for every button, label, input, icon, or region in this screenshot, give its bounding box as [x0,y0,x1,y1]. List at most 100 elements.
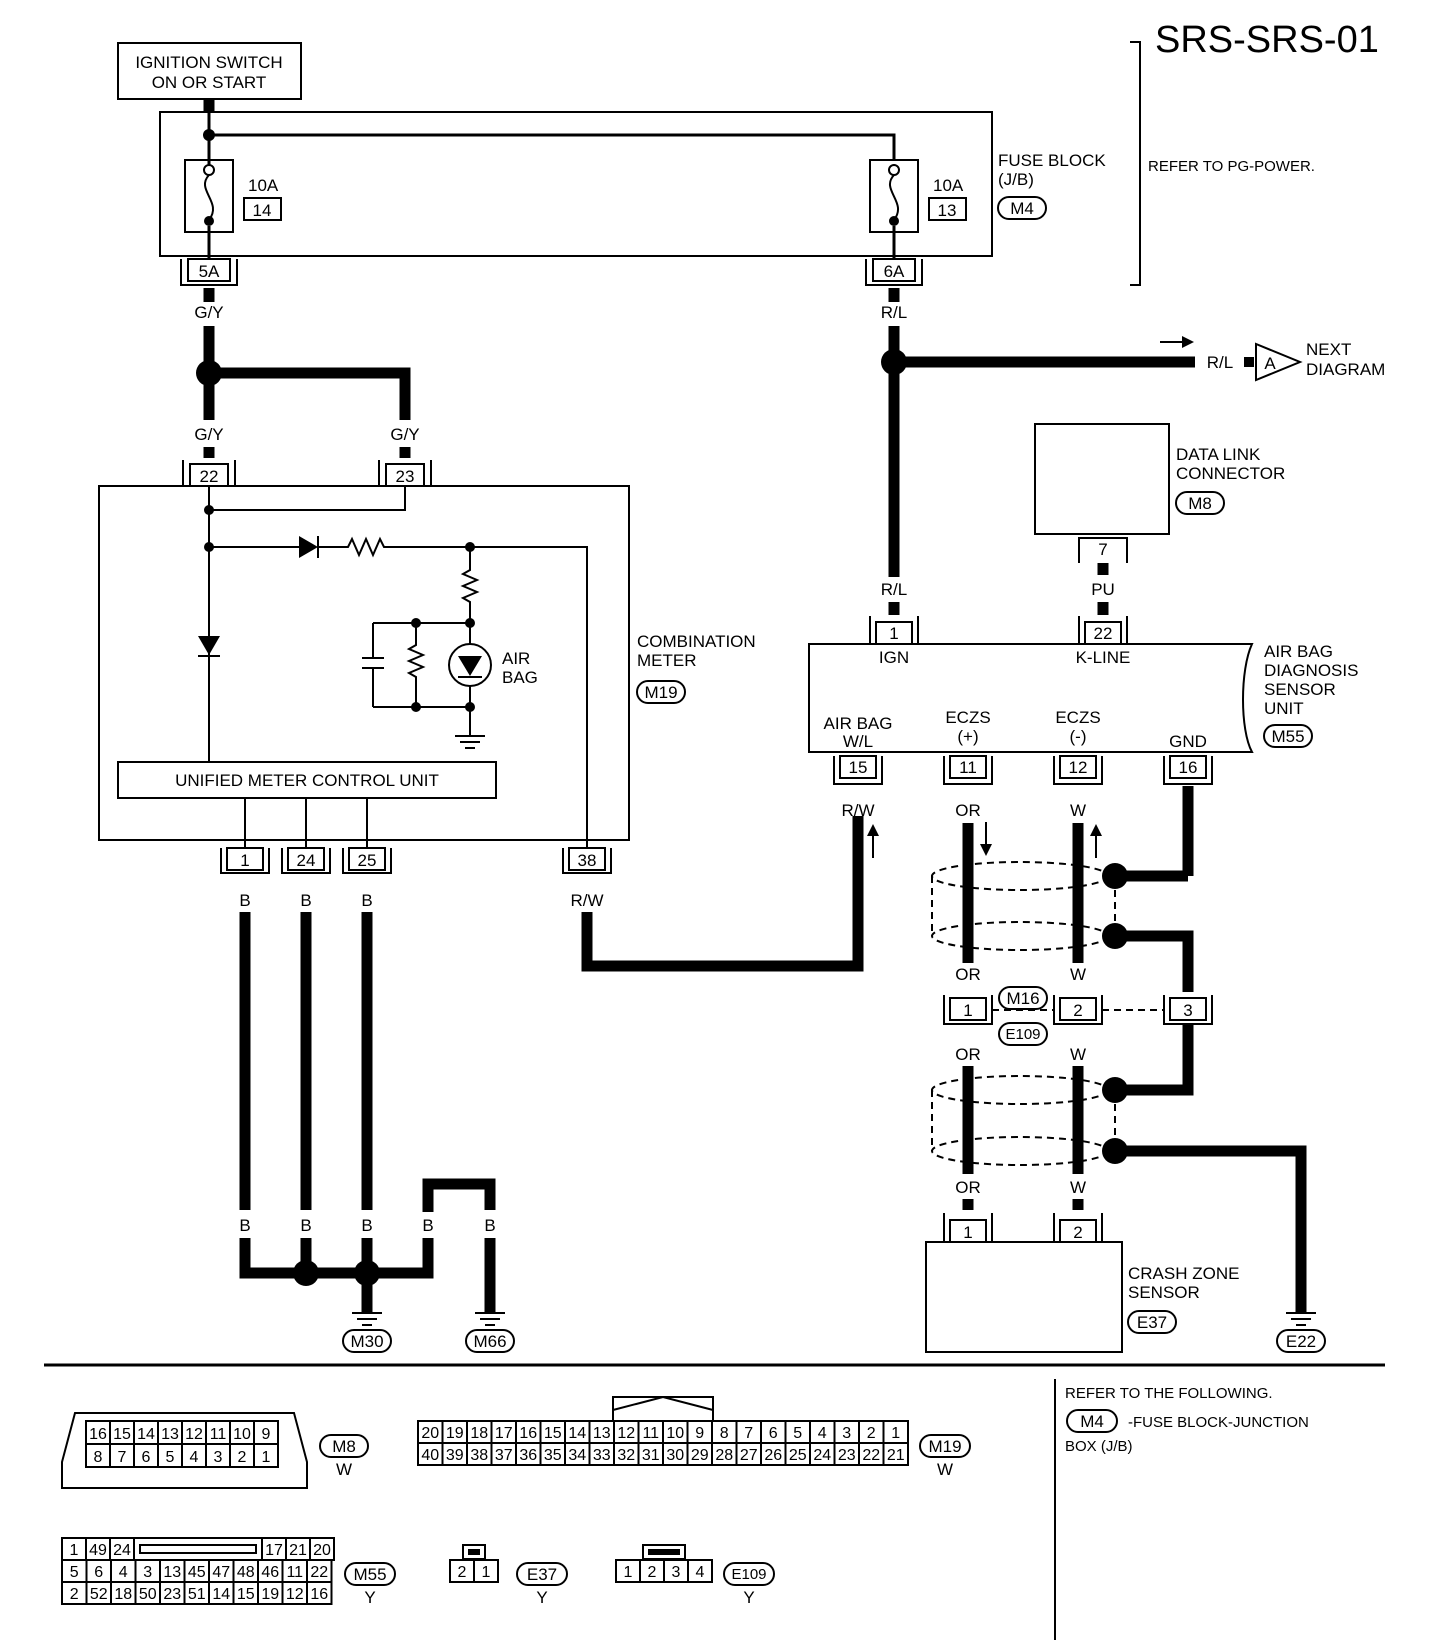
ground-e22-oval [1276,1329,1326,1353]
m19-pin-34: 34 [568,1447,586,1464]
m19-pin-31: 31 [642,1447,660,1464]
m8-pin-14: 14 [137,1426,155,1443]
m8-pin-16: 16 [89,1426,107,1443]
fuse-13 [869,159,919,262]
fuse-13-amp: 10A [933,176,964,195]
gy-label-top: G/Y [194,303,223,322]
m55-pin-6: 6 [94,1564,103,1581]
fuse-block-label-1: FUSE BLOCK [998,151,1106,170]
data-link-pin-housing [1078,537,1128,563]
ground-m30: M30 [350,1332,383,1351]
crash-sensor-connector: E37 [1137,1313,1167,1332]
m19-pin-13: 13 [593,1425,611,1442]
refer-note-line-2: -FUSE BLOCK-JUNCTION [1128,1414,1309,1431]
m55-pin-16: 16 [310,1586,328,1603]
m55-pin-50: 50 [139,1586,157,1603]
unified-meter-control-unit [117,761,497,799]
unit-pin-15 [833,755,883,785]
rw-wire [581,816,864,972]
rl-label-next: R/L [1207,353,1233,372]
m19-pin-26: 26 [764,1447,782,1464]
m55-pin-48: 48 [237,1564,255,1581]
w-label-2: W [1070,965,1086,984]
refer-pg-power: REFER TO PG-POWER. [1148,158,1315,175]
m19-pin-22: 22 [862,1447,880,1464]
m8-pin-3: 3 [214,1449,223,1466]
fuse-block-connector: M4 [1010,199,1034,218]
m19-view-id: M19 [928,1437,961,1456]
shield-drain-1 [1102,863,1128,889]
b-ground-bus [239,1238,434,1279]
meter-pin-25-label: 25 [358,851,377,870]
shield-wire-3 [1115,930,1194,992]
combination-meter-connector: M19 [644,683,677,702]
m19-pin-27: 27 [740,1447,758,1464]
sensor-unit-connector: M55 [1271,727,1304,746]
sensor-unit-label-4: UNIT [1264,699,1304,718]
m55-view-id: M55 [353,1565,386,1584]
e109-view-id: E109 [731,1566,766,1583]
unit-eczs-minus-label-1: ECZS [1055,708,1100,727]
refer-note-line-3: BOX (J/B) [1065,1438,1133,1455]
ground-e22-wire [1115,1145,1307,1312]
joint-pin-3-label: 3 [1183,1001,1192,1020]
data-link-label-1: DATA LINK [1176,445,1261,464]
m19-pin-39: 39 [446,1447,464,1464]
fuse-14-number: 14 [253,201,272,220]
m8-pin-6: 6 [142,1449,151,1466]
m8-pin-11: 11 [210,1426,227,1443]
joint-pin-2-label: 2 [1073,1001,1082,1020]
ignition-label-1: IGNITION SWITCH [135,53,282,72]
refer-note-conn: M4 [1080,1412,1104,1431]
b-splice-1 [293,1260,319,1286]
gy-label-right: G/Y [390,425,419,444]
unit-pin-12-label: 12 [1069,758,1088,777]
airbag-lamp-label-2: BAG [502,668,538,687]
e109-pin-1: 1 [624,1564,633,1581]
m8-pin-8: 8 [94,1449,103,1466]
m19-pin-11: 11 [642,1425,659,1442]
unit-eczs-plus-label-2: (+) [957,727,978,746]
m55-pin-1: 1 [70,1542,79,1559]
m19-pin-29: 29 [691,1447,709,1464]
m55-pin-47: 47 [212,1564,230,1581]
unit-gnd-label: GND [1169,732,1207,751]
m8-view-color: W [336,1460,352,1479]
fuse-14 [184,135,234,262]
unified-meter-control-unit-label: UNIFIED METER CONTROL UNIT [175,771,439,790]
m19-pin-5: 5 [793,1425,802,1442]
unit-ign-label: IGN [879,648,909,667]
meter-pin-24-label: 24 [297,851,316,870]
m19-pin-24: 24 [813,1447,831,1464]
m19-pin-25: 25 [789,1447,807,1464]
m8-view-id: M8 [332,1437,356,1456]
m19-pin-9: 9 [695,1425,704,1442]
ground-m66: M66 [473,1332,506,1351]
m55-pin-49: 49 [89,1542,107,1559]
shield-lower [931,1075,1109,1166]
ground-m30-symbol [352,1312,382,1326]
m19-pin-12: 12 [617,1425,635,1442]
unit-wl-label-1: AIR BAG [824,714,893,733]
combination-meter-conn-oval [636,680,686,704]
m19-pin-28: 28 [715,1447,733,1464]
meter-internal-circuit [198,486,588,860]
m8-pin-12: 12 [185,1426,203,1443]
e109-view-color: Y [743,1588,754,1607]
crash-sensor-conn-oval [1127,1310,1177,1334]
m19-view-conn-oval [919,1434,971,1458]
b-label-top-1: B [239,891,250,910]
next-diagram-label-2: DIAGRAM [1306,360,1385,379]
sensor-unit-label-3: SENSOR [1264,680,1336,699]
m19-pin-16: 16 [519,1425,537,1442]
m19-pin-6: 6 [769,1425,778,1442]
m55-pin-12: 12 [286,1586,304,1603]
m19-pin-21: 21 [887,1447,905,1464]
meter-pin-38 [562,847,612,874]
terminal-5a [180,258,238,286]
meter-pin-23-label: 23 [396,467,415,486]
m19-pin-19: 19 [446,1425,464,1442]
